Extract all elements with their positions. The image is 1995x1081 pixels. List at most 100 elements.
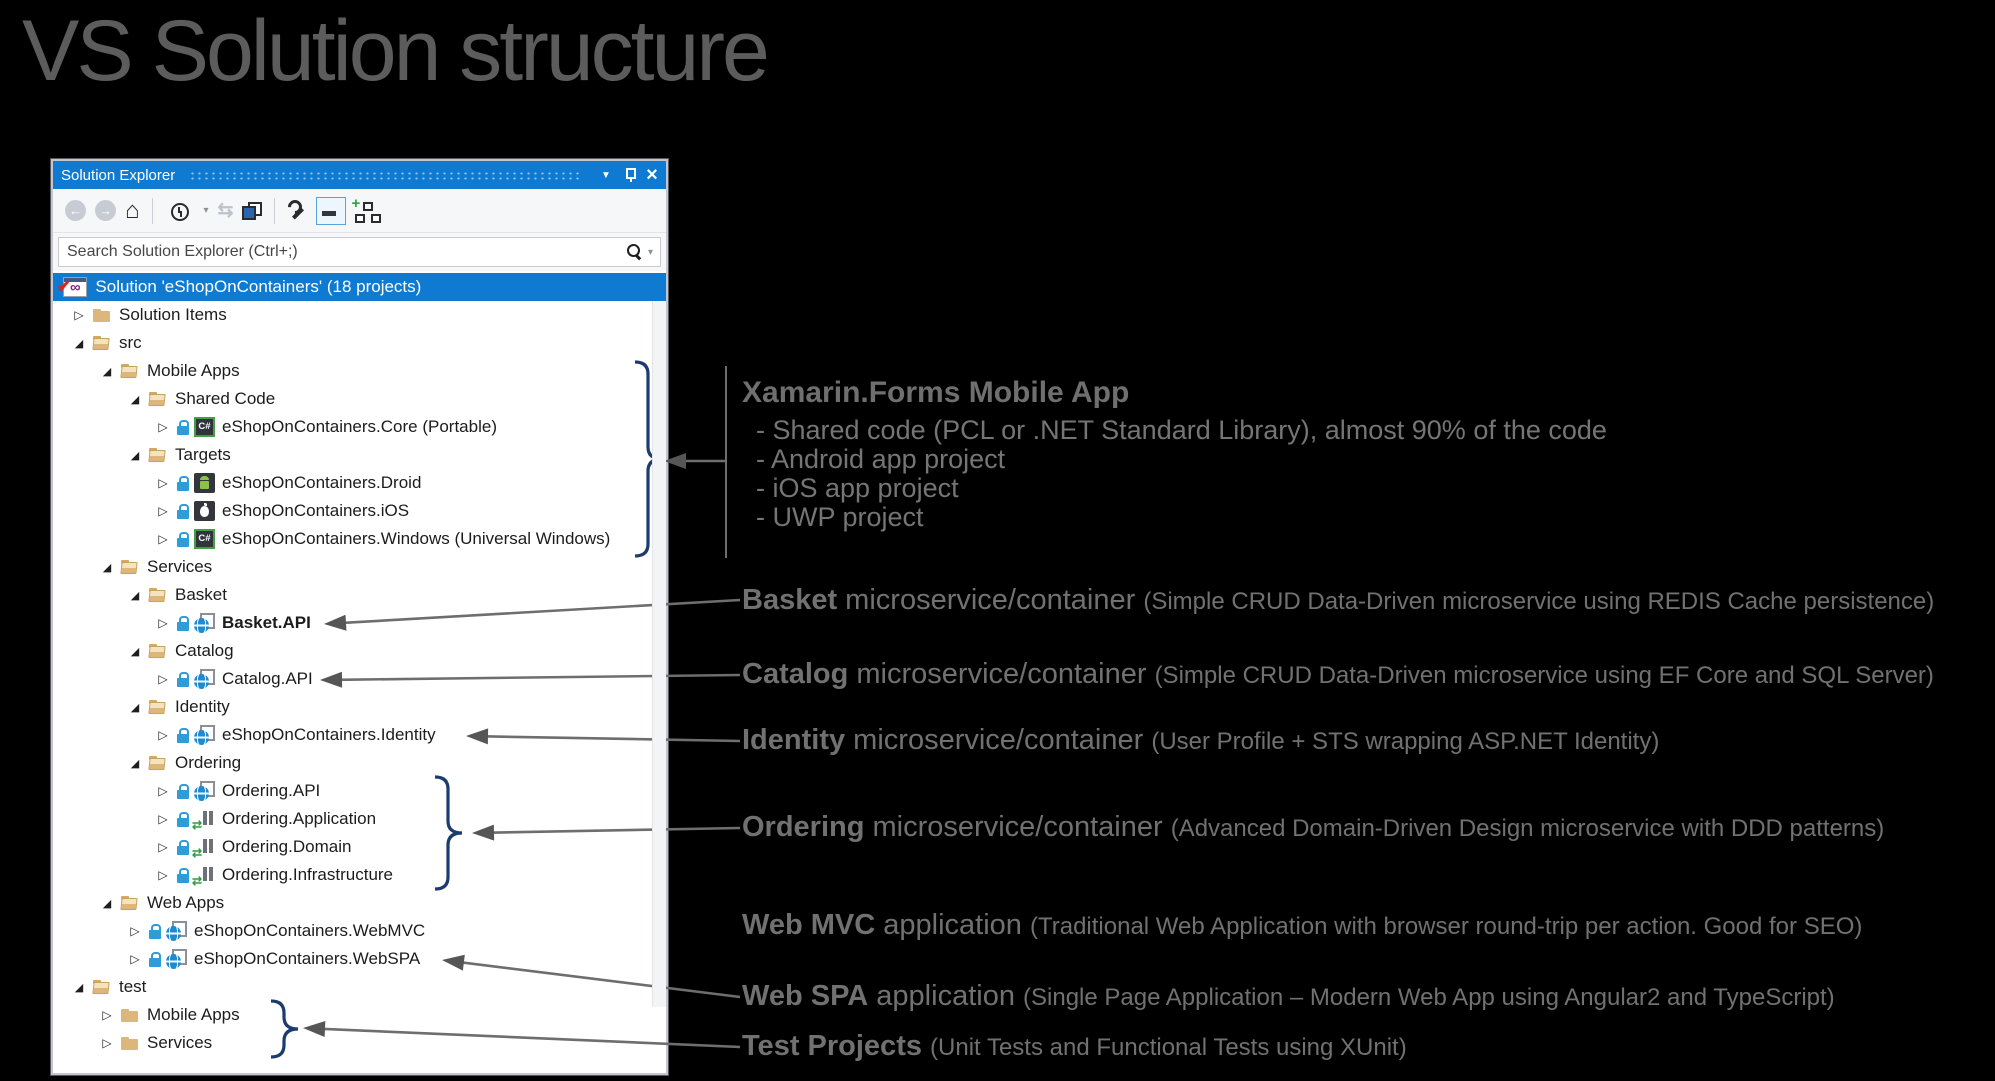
- tree-row[interactable]: ▷eShopOnContainers.Identity: [53, 721, 666, 749]
- collapse-arrow-icon[interactable]: ◢: [102, 365, 112, 378]
- folder-open-icon: [92, 333, 112, 353]
- collapse-arrow-icon[interactable]: ◢: [102, 897, 112, 910]
- tree-row[interactable]: ▷Basket.API: [53, 609, 666, 637]
- collapse-arrow-icon[interactable]: ◢: [74, 337, 84, 350]
- expand-arrow-icon[interactable]: ▷: [158, 504, 168, 518]
- lock-icon: [176, 670, 190, 688]
- tree-row[interactable]: ▷eShopOnContainers.WebSPA: [53, 945, 666, 973]
- solution-explorer-panel: Solution Explorer ▼ × ← → ⌂ ▾ ⇆ Search S…: [51, 159, 668, 1075]
- annotation-xamarin: Xamarin.Forms Mobile App - Shared code (…: [742, 376, 1607, 532]
- expand-arrow-icon[interactable]: ▷: [158, 532, 168, 546]
- tree-item-label: Web Apps: [147, 893, 225, 912]
- tree-item-label: Ordering.API: [222, 781, 321, 800]
- tree-row[interactable]: ▷Mobile Apps: [53, 1001, 666, 1029]
- annotation-detail: (Single Page Application – Modern Web Ap…: [1023, 984, 1835, 1011]
- library-project-icon: [192, 809, 215, 832]
- lock-icon: [176, 726, 190, 744]
- solution-tree: ✔ Solution 'eShopOnContainers' (18 projec…: [53, 271, 666, 1052]
- ios-project-icon: [194, 501, 215, 521]
- search-options-caret[interactable]: ▾: [647, 246, 653, 258]
- tree-scrollbar[interactable]: [652, 301, 666, 1007]
- tree-row[interactable]: ◢Mobile Apps: [53, 357, 666, 385]
- collapse-arrow-icon[interactable]: ◢: [130, 757, 140, 770]
- tree-row[interactable]: ◢ Web Apps: [53, 889, 666, 917]
- tree-row[interactable]: ◢Targets: [53, 441, 666, 469]
- tree-row[interactable]: ◢Shared Code: [53, 385, 666, 413]
- drag-grip-texture[interactable]: [189, 171, 582, 181]
- expand-arrow-icon[interactable]: ▷: [130, 952, 140, 966]
- expand-arrow-icon[interactable]: ▷: [102, 1008, 112, 1022]
- tree-row[interactable]: ▷ Solution Items: [53, 301, 666, 329]
- tree-row[interactable]: ◢src: [53, 329, 666, 357]
- search-input[interactable]: Search Solution Explorer (Ctrl+;) ▾: [58, 237, 661, 267]
- expand-arrow-icon[interactable]: ▷: [158, 784, 168, 798]
- wrench-properties-button[interactable]: [287, 201, 307, 221]
- collapse-arrow-icon[interactable]: ◢: [130, 449, 140, 462]
- collapse-arrow-icon[interactable]: ◢: [130, 701, 140, 714]
- pin-button[interactable]: [618, 163, 642, 187]
- folder-open-icon: [148, 641, 168, 661]
- collapse-arrow-icon[interactable]: ◢: [130, 589, 140, 602]
- expand-arrow-icon[interactable]: ▷: [158, 672, 168, 686]
- csharp-project-icon: [194, 529, 215, 549]
- tree-item-label: Basket: [175, 585, 227, 604]
- tree-row[interactable]: ▷Ordering.Domain: [53, 833, 666, 861]
- red-check-icon[interactable]: ✔: [57, 279, 71, 296]
- tree-row[interactable]: ◢Services: [53, 553, 666, 581]
- panel-titlebar[interactable]: Solution Explorer ▼ ×: [53, 161, 666, 189]
- tree-row[interactable]: ▷ Ordering.API: [53, 777, 666, 805]
- tree-row[interactable]: ▷eShopOnContainers.Core (Portable): [53, 413, 666, 441]
- expand-arrow-icon[interactable]: ▷: [158, 840, 168, 854]
- expand-arrow-icon[interactable]: ▷: [74, 308, 84, 322]
- collapse-arrow-icon[interactable]: ◢: [74, 981, 84, 994]
- window-position-button[interactable]: ▼: [594, 163, 618, 187]
- tree-item-label: Solution Items: [119, 305, 227, 324]
- collapse-arrow-icon[interactable]: ◢: [102, 561, 112, 574]
- home-button[interactable]: ⌂: [125, 196, 140, 224]
- tree-row[interactable]: ◢test: [53, 973, 666, 1001]
- tree-row[interactable]: ▷eShopOnContainers.WebMVC: [53, 917, 666, 945]
- expand-arrow-icon[interactable]: ▷: [158, 868, 168, 882]
- solution-icon: [63, 277, 88, 297]
- tree-row[interactable]: ▷eShopOnContainers.iOS: [53, 497, 666, 525]
- forward-button[interactable]: →: [95, 200, 116, 221]
- expand-arrow-icon[interactable]: ▷: [158, 728, 168, 742]
- tree-row[interactable]: ◢Ordering: [53, 749, 666, 777]
- expand-arrow-icon[interactable]: ▷: [158, 812, 168, 826]
- sync-button[interactable]: ⇆: [217, 200, 234, 221]
- lock-icon: [176, 866, 190, 884]
- dropdown-caret-icon[interactable]: ▾: [203, 205, 209, 216]
- expand-arrow-icon[interactable]: ▷: [130, 924, 140, 938]
- tree-row[interactable]: ▷Services: [53, 1029, 666, 1057]
- collapse-arrow-icon[interactable]: ◢: [130, 393, 140, 406]
- tree-row[interactable]: ◢ Basket: [53, 581, 666, 609]
- close-button[interactable]: ×: [642, 163, 666, 187]
- tree-row[interactable]: ▷Catalog.API: [53, 665, 666, 693]
- back-button[interactable]: ←: [65, 200, 86, 221]
- tree-item-label: Solution 'eShopOnContainers' (18 project…: [95, 277, 422, 296]
- tree-row[interactable]: ▷eShopOnContainers.Windows (Universal Wi…: [53, 525, 666, 553]
- tree-row[interactable]: ◢Identity: [53, 693, 666, 721]
- collapse-arrow-icon[interactable]: ◢: [130, 645, 140, 658]
- lock-icon: [176, 502, 190, 520]
- tree-row[interactable]: ▷Ordering.Application: [53, 805, 666, 833]
- lock-icon: [176, 838, 190, 856]
- tree-row[interactable]: ◢Catalog: [53, 637, 666, 665]
- expand-arrow-icon[interactable]: ▷: [158, 616, 168, 630]
- stacked-windows-button[interactable]: [242, 201, 263, 220]
- annotation-xamarin-bullet: - iOS app project: [756, 473, 959, 503]
- show-all-files-button[interactable]: [351, 195, 377, 221]
- annotation-xamarin-bullet: - Shared code (PCL or .NET Standard Libr…: [756, 415, 1607, 445]
- lock-icon: [148, 922, 162, 940]
- tree-row[interactable]: ✔ Solution 'eShopOnContainers' (18 projec…: [53, 273, 666, 301]
- expand-arrow-icon[interactable]: ▷: [158, 476, 168, 490]
- preview-selected-button[interactable]: [316, 196, 347, 225]
- expand-arrow-icon[interactable]: ▷: [102, 1036, 112, 1050]
- history-filter-button[interactable]: [165, 199, 195, 223]
- expand-arrow-icon[interactable]: ▷: [158, 420, 168, 434]
- tree-row[interactable]: ▷eShopOnContainers.Droid: [53, 469, 666, 497]
- search-placeholder: Search Solution Explorer (Ctrl+;): [67, 243, 298, 260]
- tree-row[interactable]: ▷Ordering.Infrastructure: [53, 861, 666, 889]
- folder-open-icon: [148, 697, 168, 717]
